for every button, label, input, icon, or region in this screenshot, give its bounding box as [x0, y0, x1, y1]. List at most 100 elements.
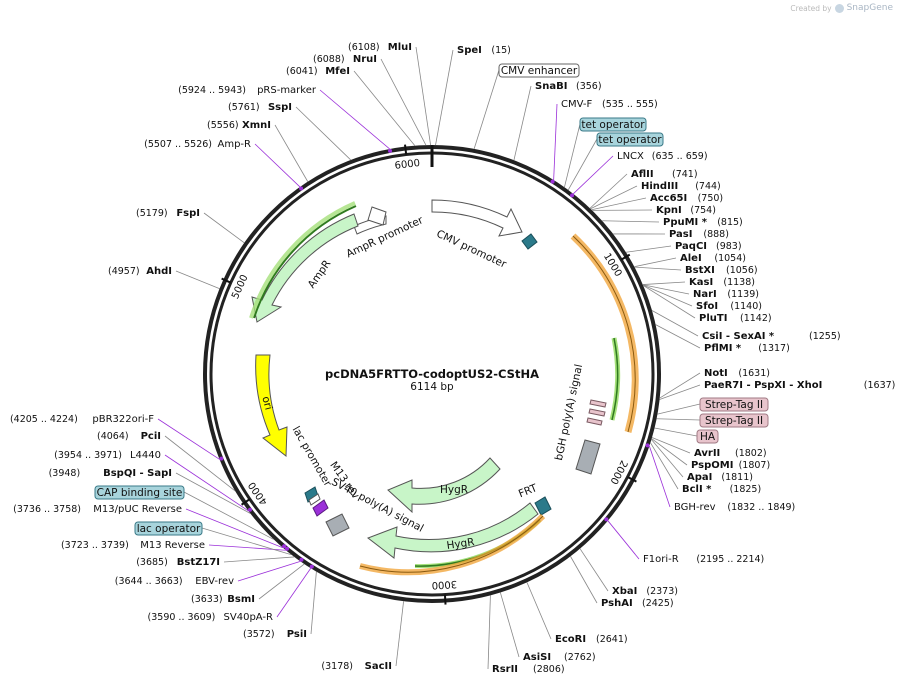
primer-label[interactable]: F1ori-R(2195 .. 2214) — [604, 517, 764, 565]
restriction-site[interactable]: BclI *(1825) — [682, 484, 761, 495]
primer-name: EBV-rev — [195, 576, 234, 587]
restriction-site[interactable]: PsiI(3572) — [243, 629, 307, 640]
primer-label[interactable]: SV40pA-R(3590 .. 3609) — [148, 564, 314, 623]
restriction-site[interactable]: PpuMI *(815) — [663, 217, 743, 228]
site-name: BspQI - SapI — [103, 468, 172, 479]
site-position: (3685) — [136, 557, 168, 568]
restriction-site[interactable]: AsiSI(2762) — [523, 652, 596, 663]
leader-line — [201, 527, 292, 556]
primer-label[interactable]: BGH-rev(1832 .. 1849) — [645, 443, 795, 513]
restriction-site[interactable]: PaeR7I - PspXI - XhoI(1637) — [704, 380, 895, 391]
restriction-site[interactable]: CsiI - SexAI *(1255) — [702, 331, 841, 342]
tick-mark — [404, 144, 408, 155]
feature-box[interactable]: lac operator — [134, 521, 203, 536]
restriction-site[interactable]: SspI(5761) — [228, 102, 292, 113]
restriction-site[interactable]: XbaI(2373) — [612, 586, 678, 597]
restriction-site[interactable]: PshAI(2425) — [601, 598, 674, 609]
leader-line — [487, 595, 491, 670]
site-position: (1811) — [721, 472, 753, 483]
feature-box[interactable]: CMV enhancer — [498, 63, 580, 78]
site-name: PsiI — [287, 629, 307, 640]
feature-box-bg — [498, 63, 580, 78]
restriction-site[interactable]: PaqCI(983) — [675, 241, 742, 252]
tet-operator-mark — [521, 233, 538, 250]
primer-mark — [282, 544, 287, 549]
restriction-site[interactable]: PciI(4064) — [97, 431, 161, 442]
restriction-site[interactable]: PasI(888) — [669, 229, 729, 240]
restriction-site[interactable]: BspQI - SapI(3948) — [49, 468, 172, 479]
feature-box[interactable]: Strep-Tag II — [699, 397, 769, 412]
primer-range: (3723 .. 3739) — [61, 540, 129, 551]
restriction-site[interactable]: AhdI(4957) — [108, 266, 172, 277]
restriction-site[interactable]: SnaBI(356) — [535, 81, 602, 92]
feature-box[interactable]: tet operator — [596, 132, 664, 147]
restriction-site[interactable]: NarI(1139) — [693, 289, 759, 300]
restriction-site[interactable]: NotI(1631) — [704, 368, 770, 379]
leader-line — [602, 220, 660, 223]
leader-line — [651, 438, 688, 466]
site-position: (750) — [698, 193, 724, 204]
feature-box[interactable]: CAP binding site — [94, 485, 185, 500]
restriction-site[interactable]: KpnI(754) — [656, 205, 716, 216]
primer-mark — [550, 179, 555, 184]
primer-label[interactable]: M13 Reverse(3723 .. 3739) — [61, 540, 290, 551]
leader-line — [642, 284, 693, 307]
feature-box[interactable]: tet operator — [579, 117, 647, 132]
primer-label[interactable]: CMV-F(535 .. 555) — [550, 99, 658, 184]
site-position: (3633) — [191, 594, 223, 605]
restriction-site[interactable]: NruI(6088) — [313, 54, 377, 65]
restriction-site[interactable]: Acc65I(750) — [650, 193, 723, 204]
restriction-site[interactable]: XmnI(5556) — [207, 120, 271, 131]
site-position: (888) — [703, 229, 729, 240]
site-name: BstXI — [685, 265, 715, 276]
restriction-site[interactable]: BstZ17I(3685) — [136, 557, 220, 568]
restriction-site[interactable]: BstXI(1056) — [685, 265, 758, 276]
leader-line — [651, 310, 699, 337]
primer-name: LNCX — [617, 151, 644, 162]
primer-label[interactable]: EBV-rev(3644 .. 3663) — [115, 557, 304, 587]
restriction-site[interactable]: AvrII(1802) — [694, 448, 767, 459]
primer-label[interactable]: Amp-R(5507 .. 5526) — [144, 139, 304, 191]
restriction-site[interactable]: RsrII(2806) — [492, 664, 565, 675]
site-position: (815) — [717, 217, 743, 228]
primer-range: (535 .. 555) — [602, 99, 658, 110]
restriction-site[interactable]: HindIII(744) — [641, 181, 721, 192]
feature-label: HygR — [446, 536, 475, 552]
restriction-site[interactable]: EcoRI(2641) — [555, 634, 628, 645]
feature-box[interactable]: HA — [696, 429, 719, 444]
restriction-site[interactable]: MfeI(6041) — [286, 66, 350, 77]
primer-label[interactable]: pBR322ori-F(4205 .. 4224) — [10, 414, 224, 461]
restriction-site[interactable]: MluI(6108) — [348, 42, 412, 53]
feature-box[interactable]: Strep-Tag II — [699, 413, 769, 428]
restriction-site[interactable]: KasI(1138) — [689, 277, 755, 288]
site-name: HindIII — [641, 181, 678, 192]
feature-box-label: lac operator — [137, 523, 201, 535]
feature-label: ori — [259, 395, 274, 411]
restriction-site[interactable]: BsmI(3633) — [191, 594, 255, 605]
restriction-site[interactable]: ApaI(1811) — [687, 472, 753, 483]
restriction-site[interactable]: SacII(3178) — [321, 661, 392, 672]
restriction-site[interactable]: SpeI(15) — [457, 45, 511, 56]
site-position: (6041) — [286, 66, 318, 77]
primer-label[interactable]: M13/pUC Reverse(3736 .. 3758) — [13, 504, 287, 549]
site-position: (2762) — [564, 652, 596, 663]
created-by-text: Created by — [790, 3, 832, 13]
restriction-site[interactable]: SfoI(1140) — [696, 301, 762, 312]
primer-name: BGH-rev — [674, 502, 716, 513]
primer-mark — [248, 507, 253, 512]
restriction-site[interactable]: PspOMI(1807) — [691, 460, 770, 471]
site-position: (2806) — [533, 664, 565, 675]
leader-line — [651, 437, 691, 454]
restriction-site[interactable]: FspI(5179) — [136, 208, 200, 219]
restriction-site[interactable]: AflII(741) — [631, 169, 698, 180]
restriction-site[interactable]: AleI(1054) — [680, 253, 746, 264]
restriction-site[interactable]: PluTI(1142) — [699, 313, 772, 324]
restriction-site[interactable]: PflMI *(1317) — [704, 343, 790, 354]
primer-label[interactable]: pRS-marker(5924 .. 5943) — [178, 85, 393, 153]
feature-box-bg — [94, 485, 185, 500]
primer-label[interactable]: L4440(3954 .. 3971) — [54, 450, 253, 512]
site-name: AvrII — [694, 448, 720, 459]
primer-range: (3954 .. 3971) — [54, 450, 122, 461]
primer-label[interactable]: LNCX(635 .. 659) — [570, 151, 708, 198]
